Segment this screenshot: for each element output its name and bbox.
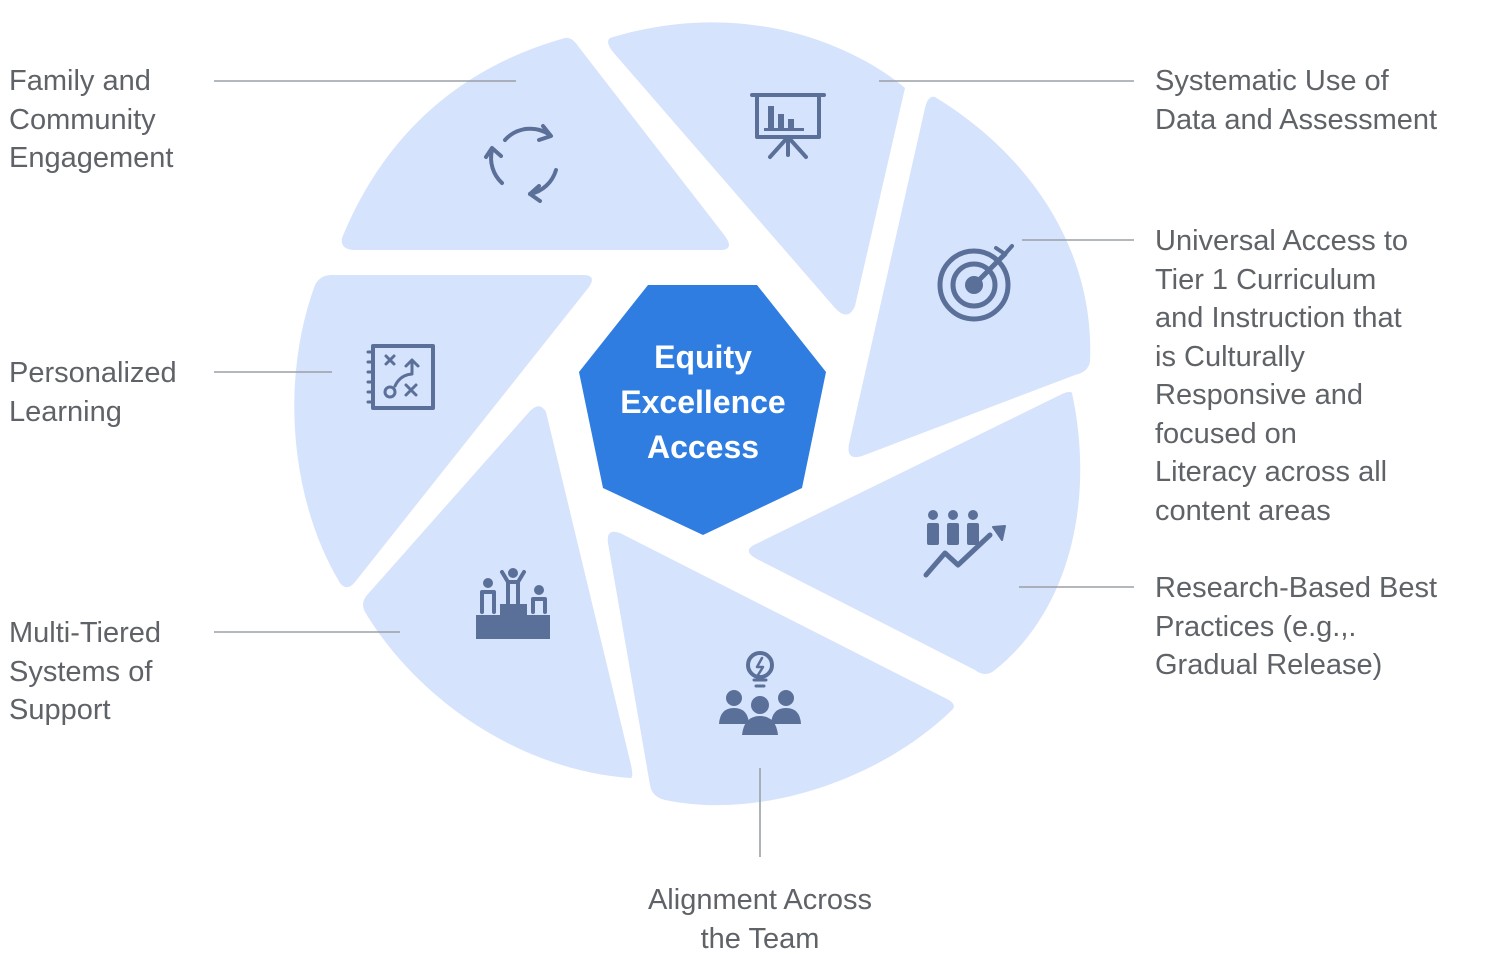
label-line: Systems of bbox=[9, 653, 161, 692]
label-line: Practices (e.g.,. bbox=[1155, 608, 1437, 647]
label-line: focused on bbox=[1155, 415, 1408, 454]
label-line: is Culturally bbox=[1155, 338, 1408, 377]
label-line: Alignment Across bbox=[560, 881, 960, 920]
label-data: Systematic Use of Data and Assessment bbox=[1155, 62, 1437, 139]
label-line: and Instruction that bbox=[1155, 299, 1408, 338]
label-line: Systematic Use of bbox=[1155, 62, 1437, 101]
label-line: Multi-Tiered bbox=[9, 614, 161, 653]
label-line: Engagement bbox=[9, 139, 173, 178]
label-personalized: Personalized Learning bbox=[9, 354, 177, 431]
label-line: content areas bbox=[1155, 492, 1408, 531]
center-line-equity: Equity bbox=[578, 335, 828, 380]
label-research: Research-Based Best Practices (e.g.,. Gr… bbox=[1155, 569, 1437, 685]
center-title: Equity Excellence Access bbox=[578, 335, 828, 470]
label-universal: Universal Access to Tier 1 Curriculum an… bbox=[1155, 222, 1408, 530]
label-mtss: Multi-Tiered Systems of Support bbox=[9, 614, 161, 730]
label-line: Responsive and bbox=[1155, 376, 1408, 415]
label-alignment: Alignment Across the Team bbox=[560, 881, 960, 958]
label-line: Data and Assessment bbox=[1155, 101, 1437, 140]
label-line: Gradual Release) bbox=[1155, 646, 1437, 685]
label-line: Family and bbox=[9, 62, 173, 101]
label-line: Learning bbox=[9, 393, 177, 432]
center-line-access: Access bbox=[578, 425, 828, 470]
label-line: Tier 1 Curriculum bbox=[1155, 261, 1408, 300]
label-line: Literacy across all bbox=[1155, 453, 1408, 492]
label-line: Support bbox=[9, 691, 161, 730]
label-line: the Team bbox=[560, 920, 960, 958]
label-line: Research-Based Best bbox=[1155, 569, 1437, 608]
label-family: Family and Community Engagement bbox=[9, 62, 173, 178]
label-line: Universal Access to bbox=[1155, 222, 1408, 261]
label-line: Personalized bbox=[9, 354, 177, 393]
center-line-excellence: Excellence bbox=[578, 380, 828, 425]
label-line: Community bbox=[9, 101, 173, 140]
